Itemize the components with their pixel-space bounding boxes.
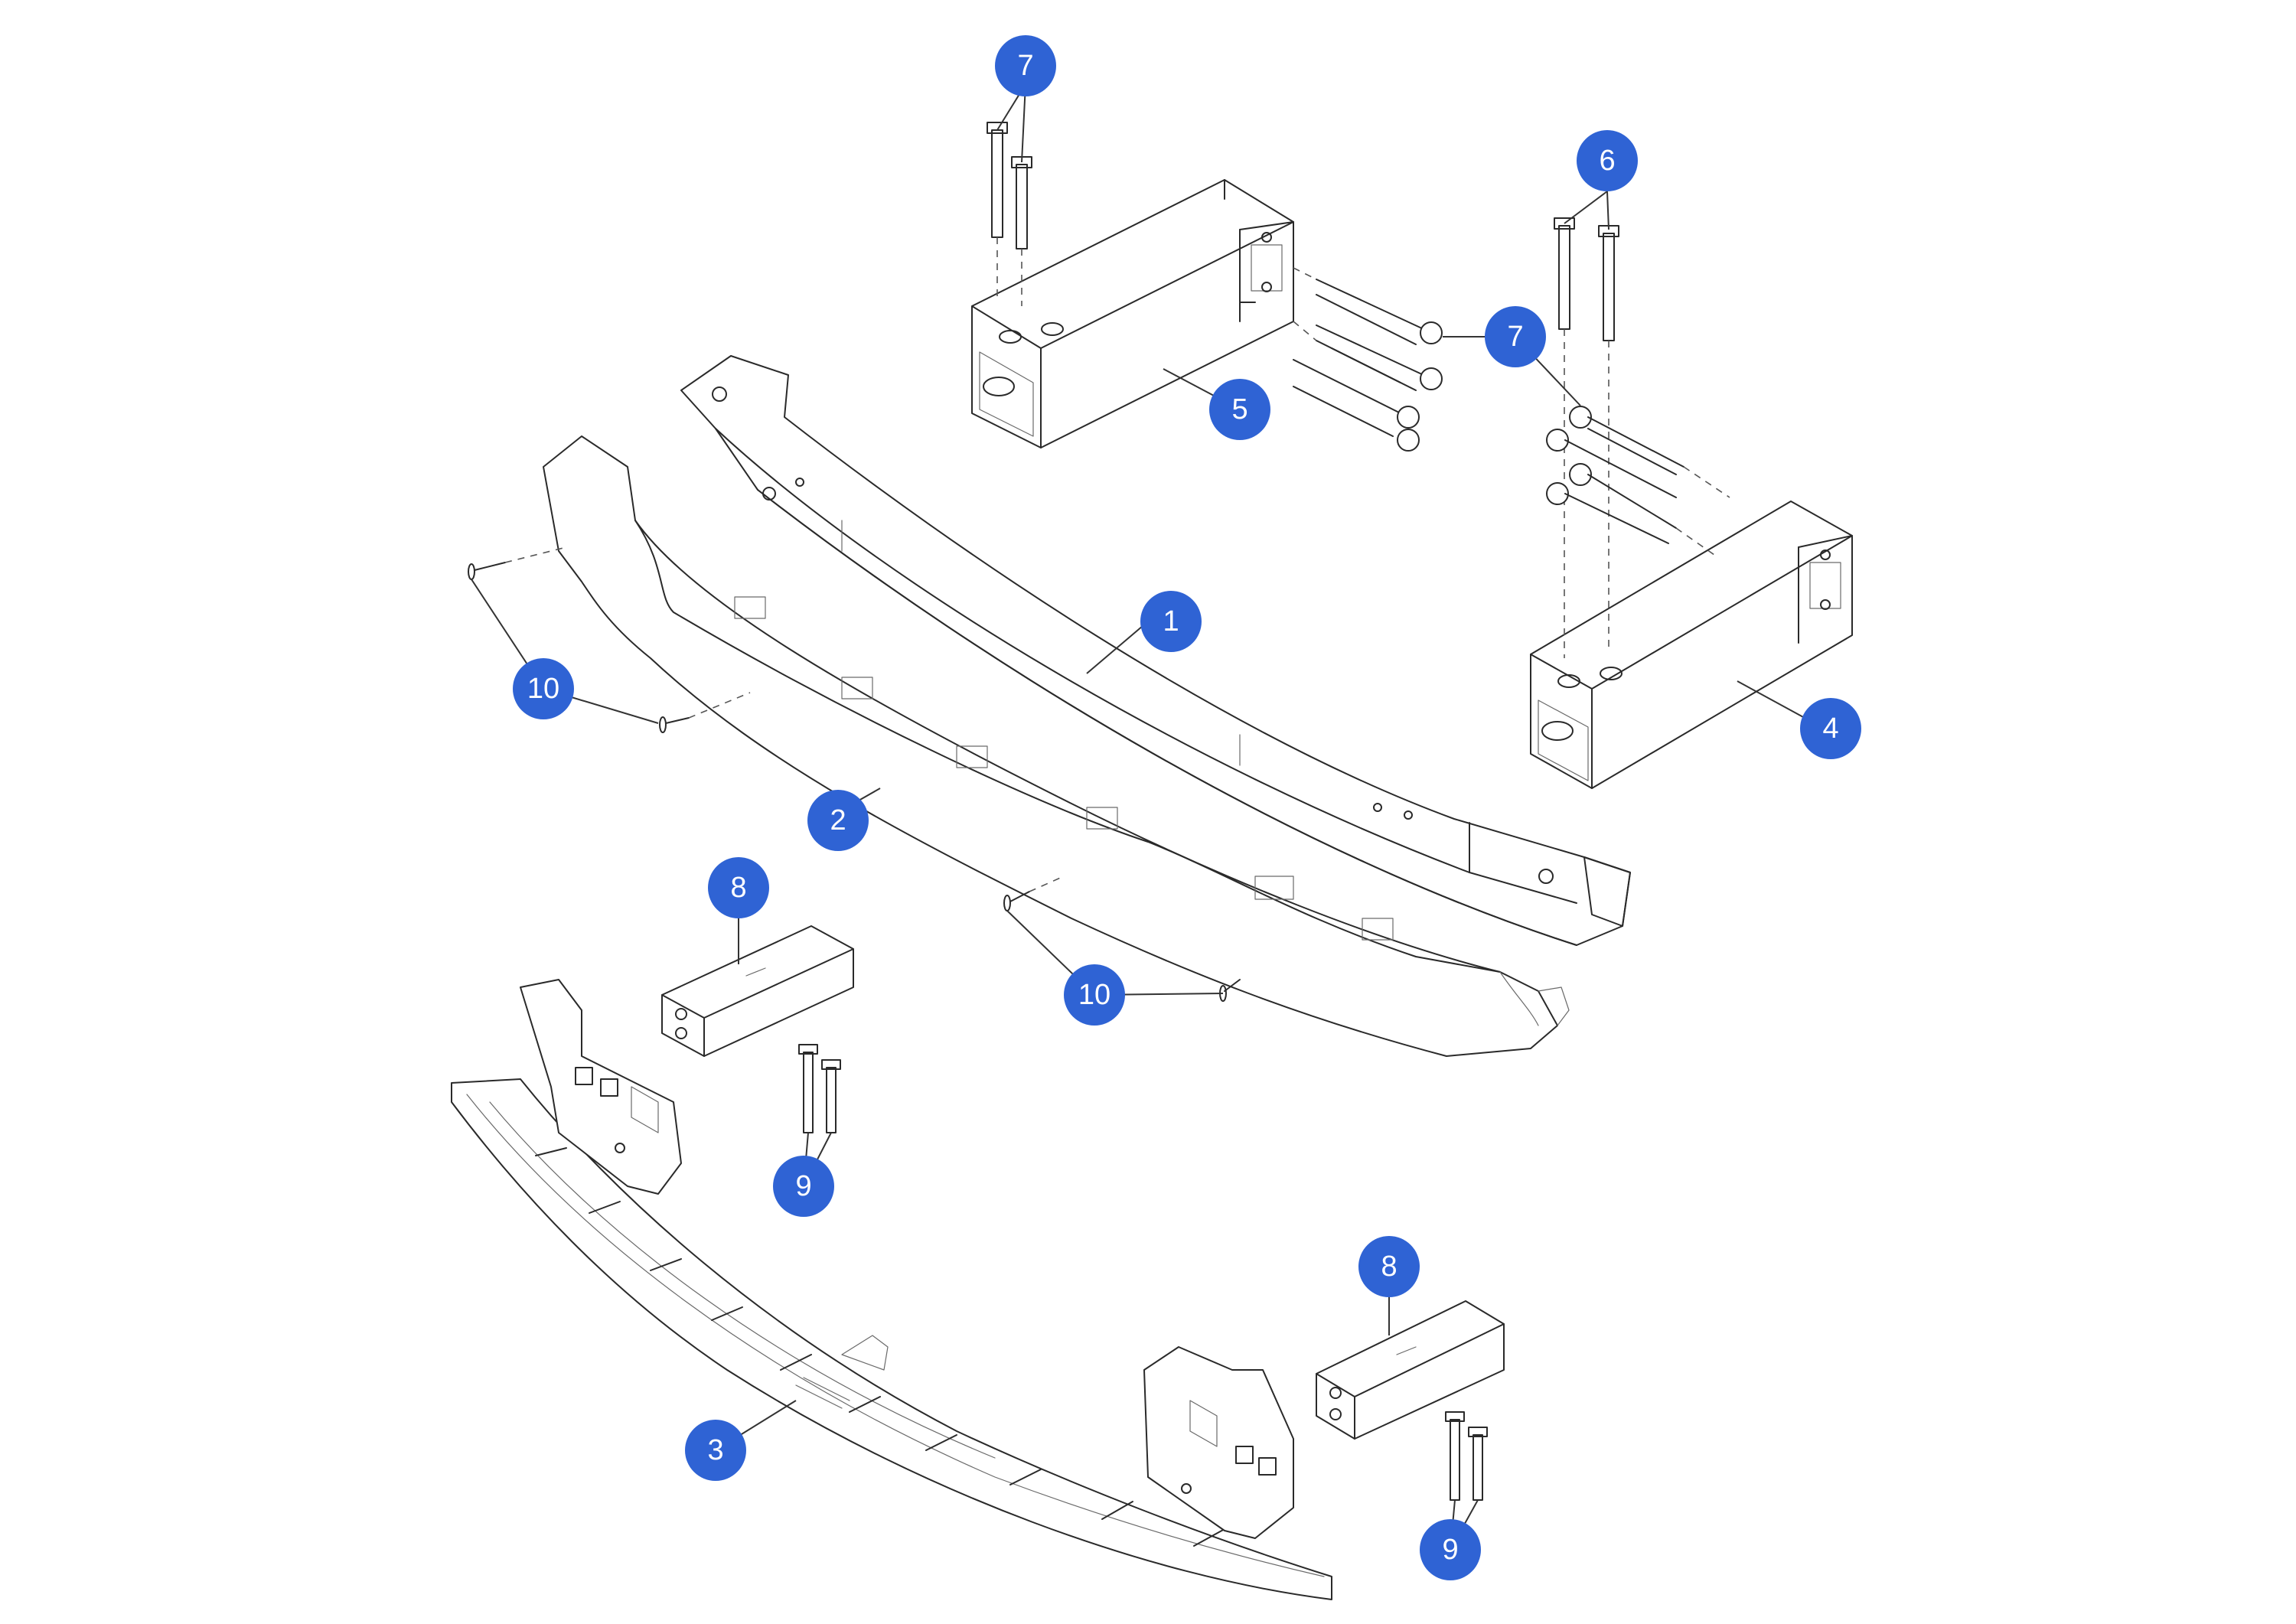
callout-8-upper: 8	[708, 857, 769, 918]
callout-badge	[1485, 306, 1546, 367]
callout-badge	[708, 857, 769, 918]
callout-label: 5	[1231, 393, 1247, 426]
callout-7: 7	[1485, 306, 1546, 367]
part-7-bolts-right-group	[1546, 406, 1684, 544]
callout-9-lower: 9	[1420, 1519, 1481, 1580]
stiffener-ribs	[535, 1147, 1225, 1547]
callout-label: 10	[1078, 979, 1110, 1011]
part-9-bolts-lower	[1445, 1411, 1488, 1501]
callout-4: 4	[1800, 698, 1861, 759]
callout-badge	[995, 35, 1056, 96]
callout-label: 6	[1599, 145, 1615, 177]
callout-5: 5	[1209, 379, 1270, 440]
part-8-spacer-lower	[1316, 1300, 1505, 1440]
callout-badge	[1140, 591, 1202, 652]
callout-badge	[1209, 379, 1270, 440]
callout-2: 2	[807, 790, 869, 851]
callout-badge	[1577, 130, 1638, 191]
callout-badge	[1358, 1236, 1420, 1297]
callout-label: 8	[1381, 1251, 1397, 1283]
callout-badge	[1064, 964, 1125, 1026]
part-7-bolts-upper-group	[1293, 279, 1443, 452]
callout-1: 1	[1140, 591, 1202, 652]
part-6-bolts-right	[1554, 217, 1619, 341]
callout-label: 7	[1507, 321, 1523, 353]
callout-8-lower: 8	[1358, 1236, 1420, 1297]
callout-10-left: 10	[513, 658, 574, 719]
callout-label: 3	[707, 1434, 723, 1466]
callout-badge	[807, 790, 869, 851]
callout-badge	[513, 658, 574, 719]
callout-label: 10	[527, 673, 559, 705]
part-2-energy-absorber	[543, 435, 1570, 1057]
part-10-screws	[468, 562, 1241, 1002]
callout-label: 8	[730, 872, 746, 904]
part-5-crash-box-left	[971, 179, 1294, 448]
callout-9-upper: 9	[773, 1156, 834, 1217]
callout-badge	[773, 1156, 834, 1217]
callout-badge	[1420, 1519, 1481, 1580]
callout-3: 3	[685, 1420, 746, 1481]
callout-label: 1	[1163, 605, 1179, 638]
callout-label: 7	[1017, 50, 1033, 82]
callout-6-right: 6	[1577, 130, 1638, 191]
part-4-crash-box-right	[1530, 501, 1853, 789]
part-1-bumper-beam	[680, 355, 1631, 946]
callout-6-upper: 7	[995, 35, 1056, 96]
callout-label: 2	[830, 804, 846, 836]
callout-label: 9	[795, 1170, 811, 1202]
part-9-bolts-upper	[798, 1044, 841, 1133]
part-3-lower-stiffener	[451, 979, 1332, 1600]
part-8-spacer-upper	[661, 925, 854, 1057]
callout-label: 4	[1822, 713, 1838, 745]
callout-badge	[1800, 698, 1861, 759]
callout-10-lower: 10	[1064, 964, 1125, 1026]
part-6-bolts-upper	[987, 122, 1032, 249]
callout-badge	[685, 1420, 746, 1481]
callout-label: 9	[1442, 1534, 1458, 1566]
